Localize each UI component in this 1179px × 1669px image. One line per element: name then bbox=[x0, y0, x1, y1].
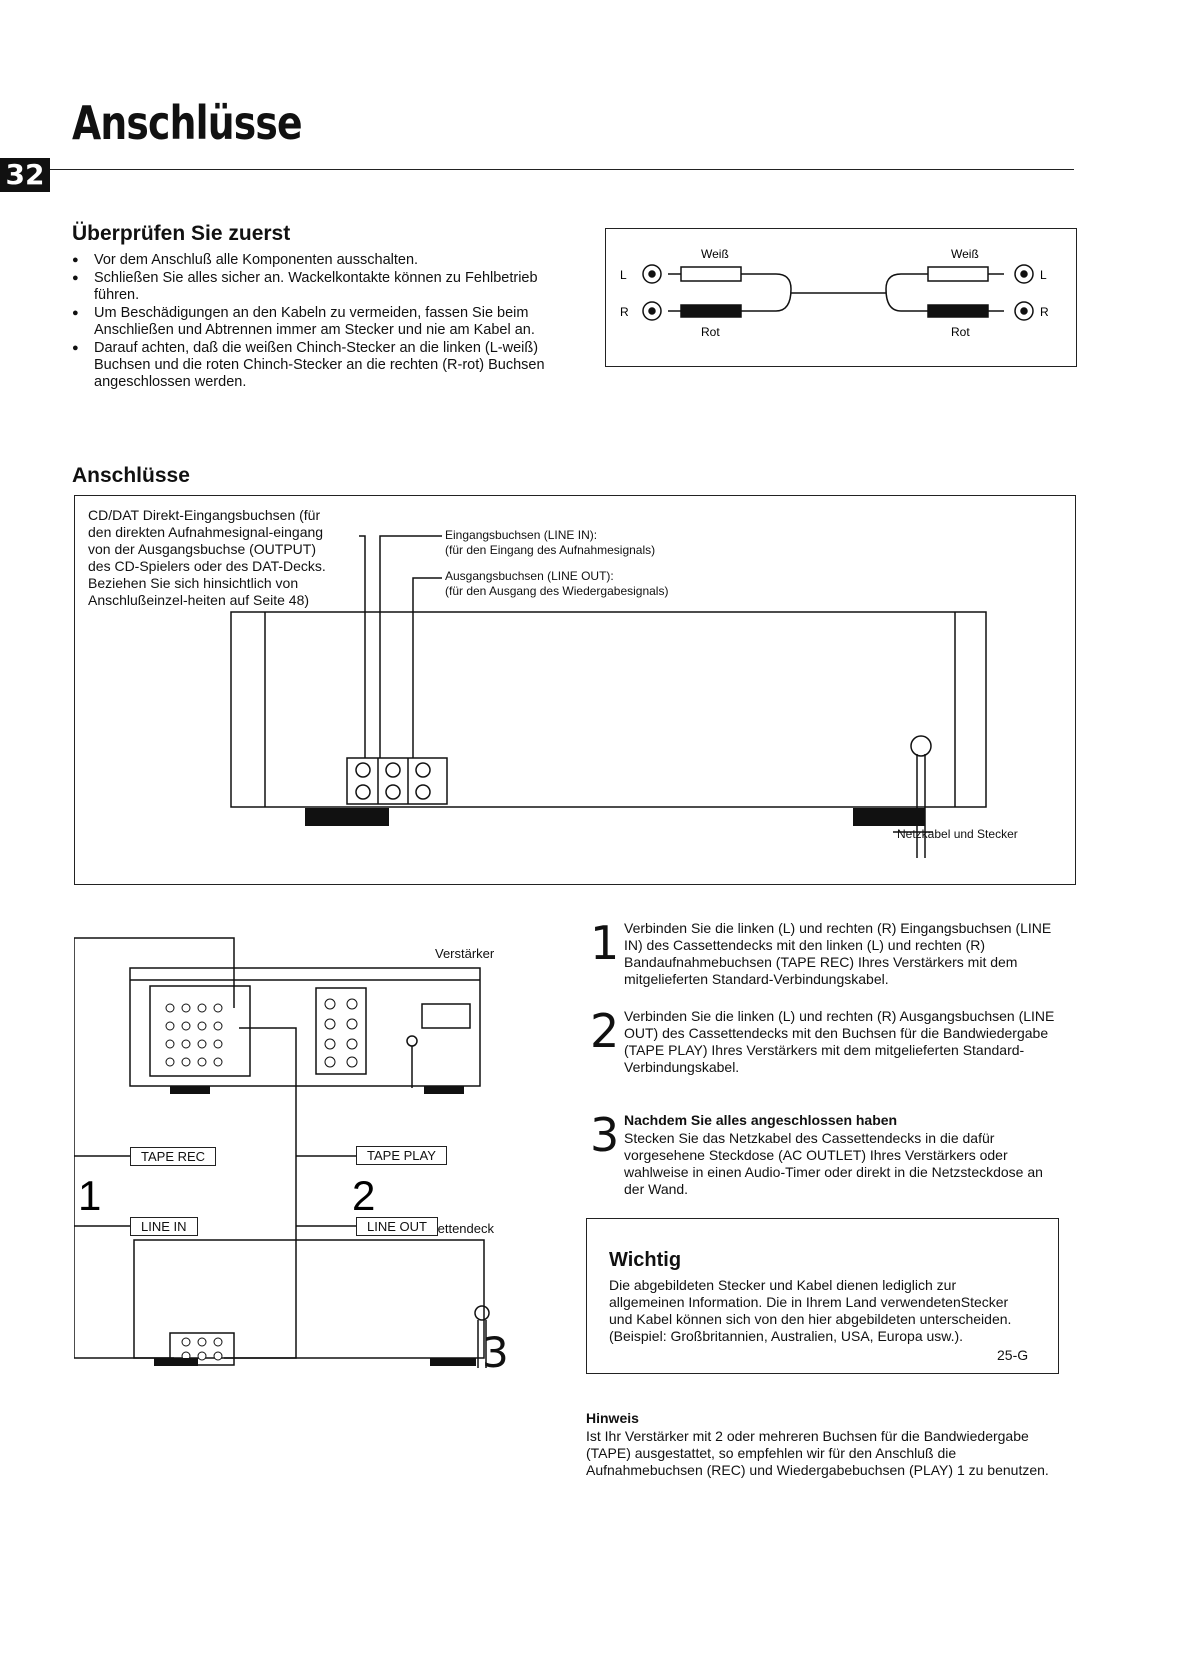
step-1-marker: 1 bbox=[78, 1172, 101, 1219]
page-title: Anschlüsse bbox=[72, 96, 303, 150]
line-in-sub: (für den Eingang des Aufnahmesignals) bbox=[445, 543, 656, 557]
jack-icon bbox=[642, 264, 1034, 321]
list-item: Vor dem Anschluß alle Komponenten aussch… bbox=[70, 252, 556, 269]
deck-rear-diagram: CD/DAT Direkt-Eingangsbuchsen (für den d… bbox=[74, 495, 1076, 885]
step-title: Nachdem Sie alles angeschlossen haben bbox=[624, 1112, 898, 1128]
list-item: Schließen Sie alles sicher an. Wackelkon… bbox=[70, 270, 556, 304]
line-out-tag: LINE OUT bbox=[356, 1217, 438, 1236]
step-2-marker: 2 bbox=[352, 1172, 375, 1219]
check-heading: Überprüfen Sie zuerst bbox=[72, 222, 291, 245]
left-label-l: L bbox=[620, 268, 627, 282]
title-rule bbox=[50, 169, 1074, 170]
important-heading: Wichtig bbox=[609, 1249, 682, 1271]
cable-diagram: Weiß Weiß Rot Rot L R L R bbox=[605, 228, 1077, 367]
step-number: 1 bbox=[590, 916, 620, 970]
wiring-diagram: 1 2 Verstärker Cassettendeck TAPE REC TA… bbox=[74, 928, 509, 1377]
connections-heading: Anschlüsse bbox=[72, 464, 190, 487]
step-number: 2 bbox=[590, 1004, 620, 1058]
note-text: Ist Ihr Verstärker mit 2 oder mehreren B… bbox=[586, 1428, 1049, 1478]
red-label-right: Rot bbox=[951, 325, 970, 339]
right-label-r: R bbox=[1040, 305, 1049, 319]
important-text: Die abgebildeten Stecker und Kabel diene… bbox=[609, 1277, 1012, 1344]
deck-rear-illustration bbox=[230, 535, 987, 858]
step-text: Verbinden Sie die linken (L) und rechten… bbox=[624, 1008, 1055, 1075]
page-number: 32 bbox=[0, 158, 50, 192]
step-text: Verbinden Sie die linken (L) und rechten… bbox=[624, 920, 1052, 987]
tape-rec-label: TAPE REC bbox=[130, 1147, 217, 1166]
red-label-left: Rot bbox=[701, 325, 720, 339]
footer-code: 25-G bbox=[997, 1347, 1029, 1363]
amplifier-label: Verstärker bbox=[435, 946, 495, 961]
line-in-label: Eingangsbuchsen (LINE IN): bbox=[445, 528, 598, 542]
list-item: Um Beschädigungen an den Kabeln zu verme… bbox=[70, 305, 556, 339]
left-label-r: L bbox=[1040, 268, 1047, 282]
wiring-illustration: 1 2 bbox=[74, 937, 490, 1368]
rca-cable-illustration: Weiß Weiß Rot Rot L R L R bbox=[620, 247, 1049, 339]
check-list: Vor dem Anschluß alle Komponenten aussch… bbox=[70, 252, 556, 392]
right-label-l: R bbox=[620, 305, 629, 319]
step-number: 3 bbox=[590, 1108, 620, 1162]
white-label-right: Weiß bbox=[951, 247, 979, 261]
white-label-left: Weiß bbox=[701, 247, 729, 261]
note-heading: Hinweis bbox=[586, 1410, 639, 1426]
cd-dat-note: CD/DAT Direkt-Eingangsbuchsen (für den d… bbox=[88, 507, 326, 608]
tape-play-label: TAPE PLAY bbox=[356, 1146, 447, 1165]
step-text: Stecken Sie das Netzkabel des Cassettend… bbox=[624, 1130, 1043, 1197]
important-box: Wichtig Die abgebildeten Stecker und Kab… bbox=[586, 1218, 1059, 1374]
list-item: Darauf achten, daß die weißen Chinch-Ste… bbox=[70, 340, 556, 391]
line-out-label: Ausgangsbuchsen (LINE OUT): bbox=[445, 569, 614, 583]
step-3-marker: 3 bbox=[482, 1328, 509, 1377]
line-in-tag: LINE IN bbox=[130, 1217, 198, 1236]
plug-icon bbox=[668, 266, 1004, 318]
line-out-sub: (für den Ausgang des Wiedergabesignals) bbox=[445, 584, 669, 598]
power-cord-label: Netzkabel und Stecker bbox=[897, 827, 1018, 841]
